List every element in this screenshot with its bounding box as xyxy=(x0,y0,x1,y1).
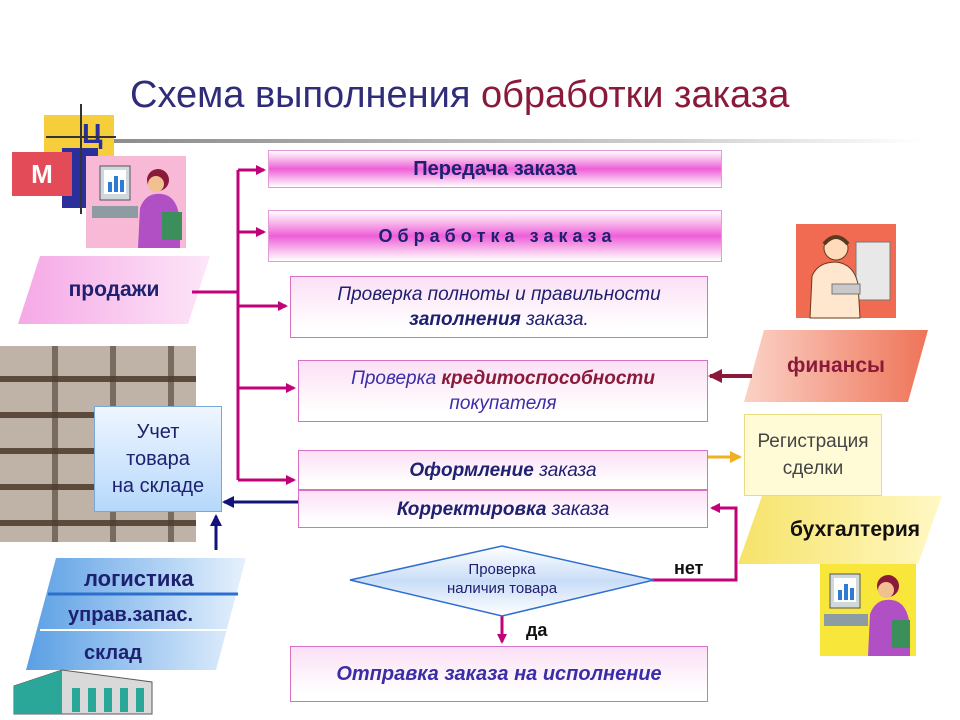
title-part-1: Схема выполнения xyxy=(130,74,471,116)
step-completeness-check: Проверка полноты и правильности заполнен… xyxy=(290,276,708,338)
logo-red-square: М xyxy=(12,152,72,196)
title-underline xyxy=(92,139,922,143)
logo-v-line xyxy=(80,104,82,214)
sales-parallelogram: продажи xyxy=(18,256,210,324)
stock-accounting-box: Учет товара на складе xyxy=(94,406,222,512)
inventory-mgmt-label: управ.запас. xyxy=(68,604,194,626)
decision-line-2: наличия товара xyxy=(446,580,558,597)
registration-line-2: сделки xyxy=(782,458,844,479)
decision-label: Проверка наличия товара xyxy=(420,560,584,598)
registration-line-1: Регистрация xyxy=(757,431,869,452)
step6-bold: Корректировка xyxy=(396,498,547,520)
step-order-transfer: Передача заказа xyxy=(268,150,722,188)
accounting-parallelogram: бухгалтерия xyxy=(738,496,942,564)
step-order-processing: О б р а б о т к а з а к а з а xyxy=(268,210,722,262)
step5-bold: Оформление xyxy=(409,459,534,481)
step3-bold: заполнения xyxy=(409,309,521,330)
warehouse-label: склад xyxy=(84,642,142,664)
logo-letter-c: Ц xyxy=(82,118,103,149)
finance-label: финансы xyxy=(787,354,885,377)
step4-prefix: Проверка xyxy=(351,368,442,389)
businessman-illustration xyxy=(809,235,891,319)
operator-illustration-2 xyxy=(824,573,910,656)
title-part-2: обработки заказа xyxy=(481,74,790,116)
step-order-registration: Оформление заказа xyxy=(298,450,708,490)
step6-rest: заказа xyxy=(546,498,610,520)
logo-letter-m: М xyxy=(31,158,53,189)
building-icon xyxy=(13,664,156,716)
sales-label: продажи xyxy=(68,278,160,301)
yes-label: да xyxy=(526,620,548,640)
step5-rest: заказа xyxy=(533,459,597,481)
no-label: нет xyxy=(674,558,704,578)
step1-label: Передача заказа xyxy=(413,157,577,180)
logistics-label: логистика xyxy=(84,566,194,591)
step4-line2: покупателя xyxy=(449,393,557,414)
step3-rest: заказа. xyxy=(520,309,589,330)
step-credit-check: Проверка кредитоспособности покупателя xyxy=(298,360,708,422)
final-label: Отправка заказа на исполнение xyxy=(336,662,662,685)
step4-bold: кредитоспособности xyxy=(441,368,655,389)
stock-line-2: товара xyxy=(126,447,190,470)
operator-clipart-top xyxy=(86,156,186,248)
page-title: Схема выполнения обработки заказа xyxy=(130,74,789,117)
registration-box: Регистрация сделки xyxy=(744,414,882,496)
stock-line-3: на складе xyxy=(111,474,205,497)
finance-parallelogram: финансы xyxy=(744,330,928,402)
businessman-clipart xyxy=(796,224,896,319)
step2-label: О б р а б о т к а з а к а з а xyxy=(378,225,612,246)
logo-h-line xyxy=(46,136,116,138)
operator-illustration xyxy=(92,165,182,248)
operator-clipart-bottom xyxy=(820,564,916,656)
step-send-for-execution: Отправка заказа на исполнение xyxy=(290,646,708,702)
stock-line-1: Учет xyxy=(136,420,180,443)
decision-line-1: Проверка xyxy=(468,561,536,578)
step3-line1: Проверка полноты и правильности xyxy=(337,284,661,305)
step-order-correction: Корректировка заказа xyxy=(298,490,708,528)
accounting-label: бухгалтерия xyxy=(789,518,921,541)
navy-connector xyxy=(210,496,298,550)
logistics-stack: логистика управ.запас. склад xyxy=(26,558,248,670)
